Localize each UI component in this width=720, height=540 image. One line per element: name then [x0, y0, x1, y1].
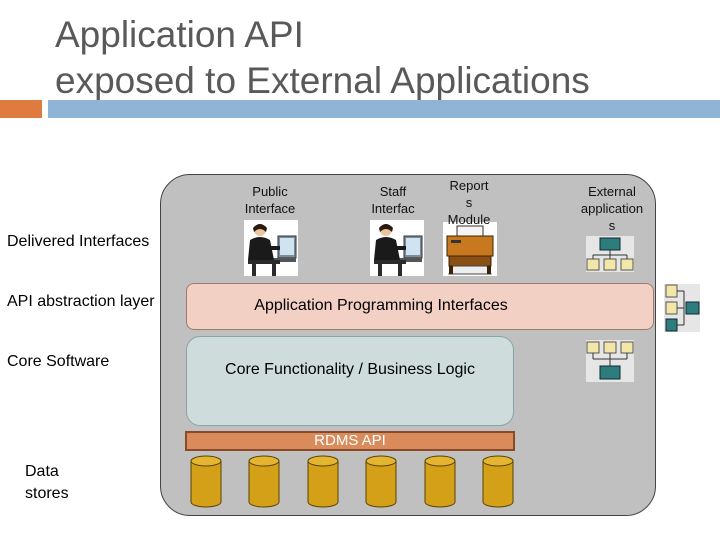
printer-icon	[443, 222, 497, 276]
person-at-computer-icon	[244, 220, 298, 276]
network-tree-icon	[586, 340, 634, 382]
api-layer-box	[186, 283, 654, 330]
database-cylinder-icon	[307, 455, 339, 508]
core-functionality-box	[186, 336, 514, 426]
title-accent-orange	[0, 100, 42, 118]
data-stores-label: Data stores	[25, 463, 69, 502]
public-interface-label: Public Interface	[244, 184, 296, 216]
core-functionality-label: Core Functionality / Business Logic	[225, 361, 475, 378]
network-tree-icon	[586, 236, 634, 272]
rdms-api-label: RDMS API	[314, 432, 386, 449]
person-at-computer-icon	[370, 220, 424, 276]
title-line-1: Application API	[55, 14, 304, 55]
api-layer-label: Application Programming Interfaces	[254, 297, 508, 314]
label-core-software: Core Software	[7, 353, 110, 370]
title-accent-blue	[48, 100, 720, 118]
title-line-2: exposed to External Applications	[55, 60, 590, 101]
external-applications-label: External application s	[580, 184, 644, 233]
database-cylinder-icon	[365, 455, 397, 508]
database-cylinder-icon	[248, 455, 280, 508]
rdms-api-bar	[185, 431, 515, 451]
label-delivered-interfaces: Delivered Interfaces	[7, 233, 150, 250]
database-cylinder-icon	[190, 455, 222, 508]
reports-module-label: Report s Module	[447, 178, 491, 227]
slide-title: Application API exposed to External Appl…	[55, 12, 695, 104]
database-cylinder-icon	[424, 455, 456, 508]
network-tree-icon	[664, 284, 700, 332]
label-api-abstraction-layer: API abstraction layer	[7, 293, 155, 310]
staff-interface-label: Staff Interfac e	[371, 184, 415, 233]
database-cylinder-icon	[482, 455, 514, 508]
